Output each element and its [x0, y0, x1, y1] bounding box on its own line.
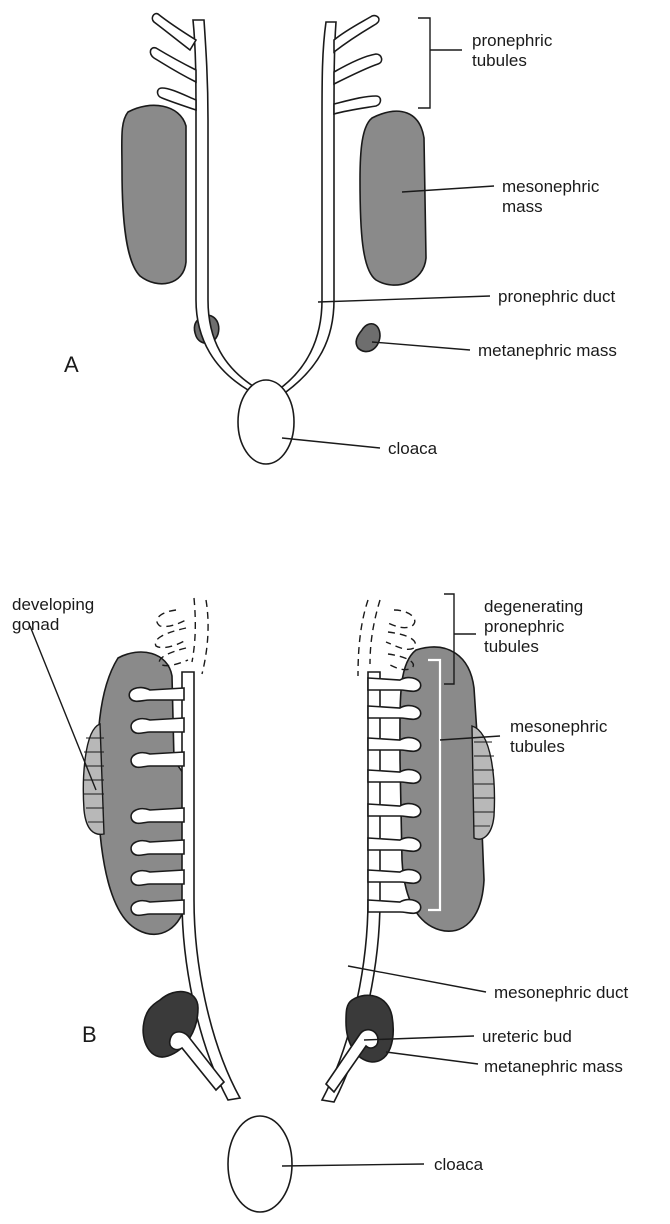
label-developing-gonad-2: gonad [12, 615, 59, 634]
panel-a: pronephric tubules mesonephric mass pron… [64, 14, 617, 464]
pronephric-tubules-left [150, 14, 196, 110]
metanephric-mass-right [356, 324, 380, 352]
label-mesonephric-mass-2: mass [502, 197, 543, 216]
label-mesonephric-mass-1: mesonephric [502, 177, 600, 196]
panel-b: developing gonad degenerating pronephric… [12, 594, 628, 1212]
label-metanephric-mass-a: metanephric mass [478, 341, 617, 360]
developing-gonad-left [83, 724, 104, 834]
pronephric-tubules-right [334, 16, 382, 114]
label-mesonephric-duct: mesonephric duct [494, 983, 628, 1002]
label-ureteric-bud: ureteric bud [482, 1027, 572, 1046]
cloaca-b [228, 1116, 292, 1212]
label-degenerating-1: degenerating [484, 597, 583, 616]
bracket-pronephric-tubules [418, 18, 430, 108]
pronephric-duct-right [278, 22, 336, 392]
label-pronephric-tubules-2: tubules [472, 51, 527, 70]
label-developing-gonad-1: developing [12, 595, 94, 614]
pronephric-duct-left [193, 20, 256, 390]
label-cloaca-a: cloaca [388, 439, 438, 458]
mesonephric-mass-right [360, 111, 426, 285]
leader-developing-gonad [30, 626, 96, 790]
mesonephric-mass-left [122, 105, 186, 283]
label-pronephric-tubules-1: pronephric [472, 31, 553, 50]
label-pronephric-duct: pronephric duct [498, 287, 615, 306]
developing-gonad-right [472, 726, 494, 839]
leader-metanephric-mass-b [386, 1052, 478, 1064]
leader-cloaca-b [282, 1164, 424, 1166]
label-mesonephric-tubules-1: mesonephric [510, 717, 608, 736]
label-metanephric-mass-b: metanephric mass [484, 1057, 623, 1076]
label-degenerating-2: pronephric [484, 617, 565, 636]
leader-metanephric-mass-a [372, 342, 470, 350]
label-degenerating-3: tubules [484, 637, 539, 656]
panel-letter-a: A [64, 352, 79, 377]
cloaca-a [238, 380, 294, 464]
leader-pronephric-duct [318, 296, 490, 302]
leader-cloaca-a [282, 438, 380, 448]
panel-letter-b: B [82, 1022, 97, 1047]
label-mesonephric-tubules-2: tubules [510, 737, 565, 756]
label-cloaca-b: cloaca [434, 1155, 484, 1174]
